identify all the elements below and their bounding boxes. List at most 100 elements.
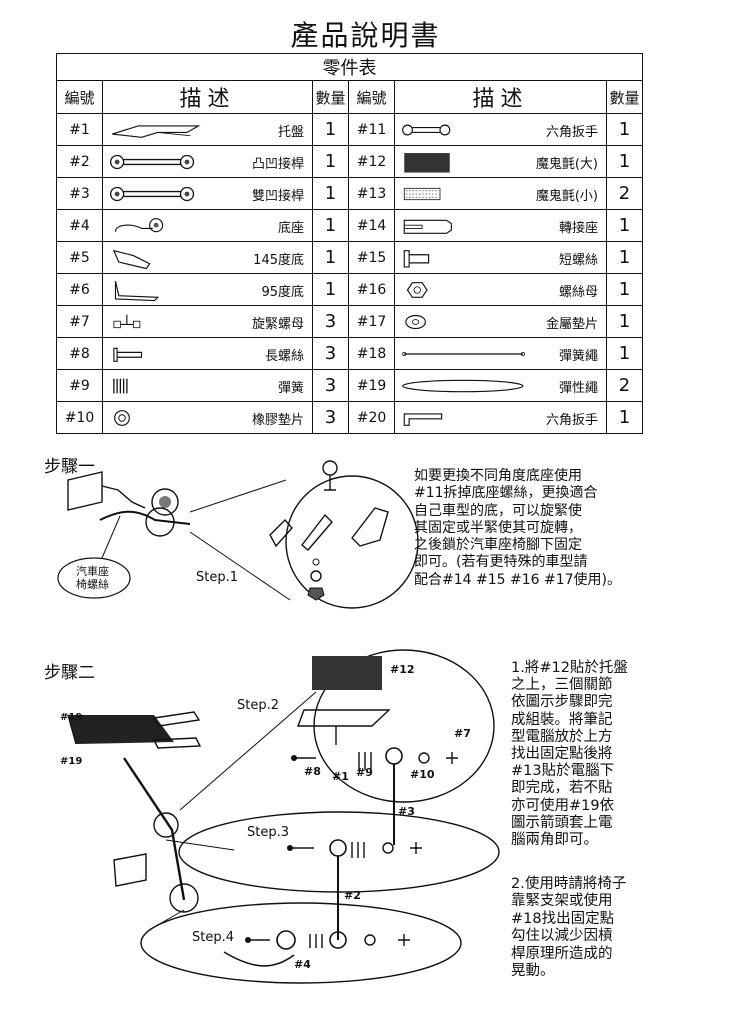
part-label-2: #2: [344, 889, 361, 902]
document-title: 產品說明書: [290, 19, 441, 52]
part-label-19-top: #19: [60, 712, 83, 723]
header-number: 編號: [348, 80, 395, 114]
rubber-washer-icon: [114, 410, 130, 426]
part-number: #6: [56, 273, 103, 306]
part-quantity: 1: [605, 305, 644, 338]
part-number: #1: [56, 113, 103, 146]
part-number: #13: [348, 177, 395, 210]
part-number: #2: [56, 145, 103, 178]
part-quantity: 2: [605, 369, 644, 402]
part-name: 托盤: [277, 125, 304, 140]
header-quantity: 數量: [312, 80, 349, 114]
part-name: 底座: [277, 221, 304, 236]
part-name: 旋緊螺母: [251, 317, 304, 332]
step4-label: Step.4: [192, 930, 235, 945]
header-description: 描述: [394, 80, 607, 114]
part-label-8: #8: [304, 765, 321, 778]
short-screw-icon: [403, 250, 430, 268]
part-quantity: 1: [605, 241, 644, 274]
part-number: #3: [56, 177, 103, 210]
part-label-10: #10: [410, 768, 435, 781]
part-quantity: 1: [605, 337, 644, 370]
allen-key-icon: [403, 413, 443, 426]
part-quantity: 1: [312, 241, 349, 274]
part-name: 雙凹接桿: [251, 189, 304, 204]
part-number: #9: [56, 369, 103, 402]
velcro-small-icon: [403, 187, 441, 201]
seat-screw-callout: 汽車座 椅螺絲: [76, 565, 109, 591]
part-name: 金屬墊片: [545, 317, 598, 332]
double-concave-rod-icon: [109, 186, 195, 202]
part-number: #4: [56, 209, 103, 242]
long-screw-icon: [113, 347, 143, 362]
part-quantity: 1: [312, 113, 349, 146]
part-quantity: 1: [605, 401, 644, 434]
part-name: 凸凹接桿: [251, 157, 304, 172]
step3-label: Step.3: [247, 825, 290, 840]
part-label-4: #4: [294, 958, 311, 971]
header-description: 描述: [102, 80, 313, 114]
step2-heading: 步驟二: [44, 663, 95, 683]
part-name: 六角扳手: [545, 125, 598, 140]
part-label-1: #1: [332, 770, 349, 783]
part-quantity: 3: [312, 401, 349, 434]
part-quantity: 1: [605, 113, 644, 146]
part-label-7: #7: [454, 727, 471, 740]
step2-label: Step.2: [237, 698, 280, 713]
header-number: 編號: [56, 80, 103, 114]
part-number: #14: [348, 209, 395, 242]
step1-diagram: [57, 460, 419, 609]
part-number: #15: [348, 241, 395, 274]
part-number: #20: [348, 401, 395, 434]
base-95-icon: [114, 280, 160, 302]
step1-label: Step.1: [196, 570, 239, 585]
part-quantity: 1: [605, 145, 644, 178]
part-label-9: #9: [356, 766, 373, 779]
part-quantity: 3: [312, 369, 349, 402]
part-quantity: 1: [605, 273, 644, 306]
part-quantity: 1: [312, 209, 349, 242]
part-number: #18: [348, 337, 395, 370]
part-quantity: 3: [312, 305, 349, 338]
part-number: #10: [56, 401, 103, 434]
step1-heading: 步驟一: [44, 457, 95, 477]
table-caption: 零件表: [55, 53, 644, 81]
part-quantity: 1: [312, 273, 349, 306]
part-number: #16: [348, 273, 395, 306]
header-quantity: 數量: [605, 80, 644, 114]
part-name: 魔鬼氈(小): [535, 189, 598, 204]
part-number: #8: [56, 337, 103, 370]
part-quantity: 1: [312, 177, 349, 210]
step2-instructions-1: 1.將#12貼於托盤 之上，三個關節 依圖示步驟即完 成組裝。將筆記 型電腦放於…: [511, 660, 628, 849]
wing-nut-icon: [113, 314, 141, 329]
part-number: #11: [348, 113, 395, 146]
adapter-icon: [403, 219, 452, 234]
part-label-12: #12: [390, 663, 415, 676]
hex-wrench-icon: [402, 124, 451, 136]
part-name: 145度底: [253, 253, 304, 268]
part-name: 彈簧: [277, 381, 304, 396]
part-name: 彈性繩: [558, 381, 598, 396]
part-name: 魔鬼氈(大): [535, 157, 598, 172]
part-name: 彈簧繩: [558, 349, 598, 364]
part-name: 橡膠墊片: [251, 413, 304, 428]
velcro-large-icon: [404, 153, 450, 173]
part-name: 長螺絲: [264, 349, 304, 364]
part-label-3: #3: [398, 805, 415, 818]
part-quantity: 1: [312, 145, 349, 178]
spring-cord-icon: [402, 351, 525, 357]
base-145-icon: [112, 249, 151, 270]
part-name: 螺絲母: [558, 285, 598, 300]
part-label-19-bottom: #19: [60, 756, 83, 767]
step2-diagram: [67, 649, 500, 984]
part-quantity: 1: [605, 209, 644, 242]
